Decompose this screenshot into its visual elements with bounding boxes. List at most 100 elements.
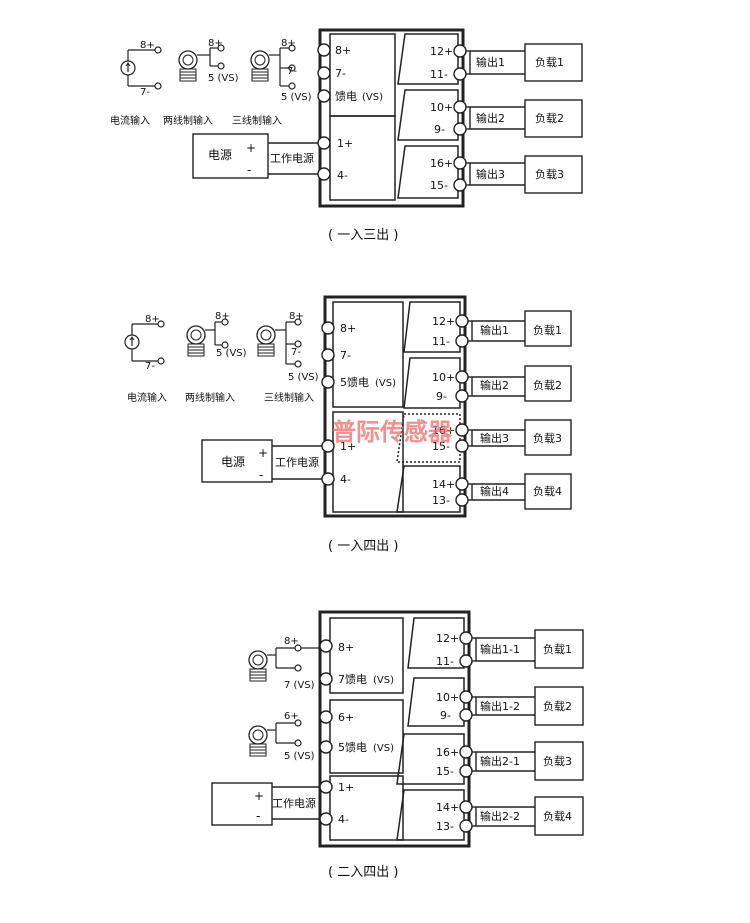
d2-sensor-a-top: 8+ [145, 314, 160, 325]
out2-minus: 9- [434, 123, 445, 136]
d2-out4-plus: 14+ [432, 478, 455, 491]
d3-sensor-a-top: 8+ [284, 636, 299, 647]
module-3-outline [318, 610, 471, 848]
out3-plus: 16+ [430, 157, 453, 170]
terminal-1-icon [317, 136, 331, 150]
d2-out4-label: 输出4 [480, 484, 509, 498]
d2-power-plus: + [258, 446, 268, 460]
terminal-feed-icon [317, 89, 331, 103]
d2-term-7: 7- [340, 349, 351, 362]
d3-load2-label: 负载2 [543, 699, 572, 713]
diagram-3-text: 8+ 7 (VS) 6+ 5 (VS) 8+ 7馈电 (VS) 6+ 5馈电 (… [254, 632, 572, 880]
d3-out2-label: 输出1-2 [480, 699, 520, 713]
caption-1: ( 一入三出 ) [328, 228, 398, 243]
d2-load1-label: 负载1 [533, 323, 562, 337]
sensor-c-mid: 7- [287, 66, 297, 77]
d3-term-8: 8+ [338, 641, 354, 654]
d3-term-feed2-vs: (VS) [373, 743, 394, 754]
d3-term-4: 4- [338, 813, 349, 826]
d2-load4-label: 负载4 [533, 484, 562, 498]
diagram-2-text: 8+ 7- 8+ 5 (VS) 8+ 7- 5 (VS) 电流输入 两线制输入 … [127, 311, 562, 554]
d2-out3-label: 输出3 [480, 431, 509, 445]
work-power-label: 工作电源 [270, 151, 314, 165]
d3-term-feed1: 7馈电 [338, 673, 367, 686]
sensor-a-bot: 7- [140, 87, 150, 98]
d3-load1-label: 负载1 [543, 642, 572, 656]
out2-plus: 10+ [430, 101, 453, 114]
input-three-wire-label: 三线制输入 [232, 114, 282, 127]
d2-load3-label: 负载3 [533, 431, 562, 445]
sensor-c-top: 8+ [281, 38, 296, 49]
d3-out3-plus: 16+ [436, 746, 459, 759]
two-wire-sensor-icon [178, 50, 198, 82]
module-1-outline [318, 28, 465, 208]
out1-plus: 12+ [430, 45, 453, 58]
d3-out4-minus: 13- [436, 820, 454, 833]
out3-label: 输出3 [476, 167, 505, 181]
load2-label: 负载2 [535, 111, 564, 125]
d3-work-power: 工作电源 [272, 796, 316, 810]
d2-out2-minus: 9- [436, 390, 447, 403]
d3-out3-label: 输出2-1 [480, 754, 520, 768]
watermark-text: 普际传感器 [332, 418, 453, 446]
term-1-label: 1+ [337, 137, 353, 150]
d2-out3-minus: 15- [432, 440, 450, 453]
d3-out3-minus: 15- [436, 765, 454, 778]
terminal-7-icon [317, 66, 331, 80]
three-wire-sensor-icon [250, 50, 270, 82]
d3-out1-label: 输出1-1 [480, 642, 520, 656]
term-4-label: 4- [337, 169, 348, 182]
d3-out4-plus: 14+ [436, 801, 459, 814]
diagram-3 [211, 610, 584, 848]
d2-sensor-c-top: 8+ [289, 311, 304, 322]
d3-load3-label: 负载3 [543, 754, 572, 768]
caption-3: ( 二入四出 ) [328, 865, 398, 880]
d2-out1-plus: 12+ [432, 315, 455, 328]
d2-input-two-wire: 两线制输入 [185, 391, 235, 404]
d2-work-power: 工作电源 [275, 455, 319, 469]
sensor-c-bot: 5 (VS) [281, 92, 312, 103]
d2-sensor-b-bot: 5 (VS) [216, 348, 247, 359]
d2-sensor-c-bot: 5 (VS) [288, 372, 319, 383]
diagram-2 [124, 295, 572, 518]
d2-out2-label: 输出2 [480, 378, 509, 392]
power-plus: + [246, 141, 256, 155]
d3-load4-label: 负载4 [543, 809, 572, 823]
power-box-1 [192, 133, 269, 179]
term-8-label: 8+ [335, 44, 351, 57]
d3-term-6: 6+ [338, 711, 354, 724]
d3-out4-label: 输出2-2 [480, 809, 520, 823]
d3-power-minus: - [256, 809, 260, 823]
power-minus: - [247, 163, 251, 177]
d2-sensor-b-top: 8+ [215, 311, 230, 322]
current-source-icon [120, 60, 136, 76]
d2-term-1: 1+ [340, 440, 356, 453]
input-two-wire-label: 两线制输入 [163, 114, 213, 127]
d2-out2-plus: 10+ [432, 371, 455, 384]
terminal-8-icon [317, 43, 331, 57]
out3-minus: 15- [430, 179, 448, 192]
d2-input-three-wire: 三线制输入 [264, 391, 314, 404]
load1-label: 负载1 [535, 55, 564, 69]
term-feed-vs: (VS) [362, 92, 383, 103]
sensor-b-bot: 5 (VS) [208, 73, 239, 84]
d2-load2-label: 负载2 [533, 378, 562, 392]
d2-term-4: 4- [340, 473, 351, 486]
input-current-label: 电流输入 [110, 114, 150, 127]
d2-power-minus: - [259, 468, 263, 482]
diagram-1-text: 8+ 7- 8+ 5 (VS) 8+ 7- 5 (VS) 电流输入 两线制输入 … [110, 38, 564, 243]
d2-out1-label: 输出1 [480, 323, 509, 337]
d2-out3-plus: 16+ [432, 424, 455, 437]
term-feed-label: 馈电 [335, 90, 357, 103]
d3-term-feed1-vs: (VS) [373, 675, 394, 686]
d3-out2-plus: 10+ [436, 691, 459, 704]
terminal-4-icon [317, 167, 331, 181]
d2-out1-minus: 11- [432, 335, 450, 348]
out1-label: 输出1 [476, 55, 505, 69]
caption-2: ( 一入四出 ) [328, 539, 398, 554]
d2-term-feed-vs: (VS) [375, 378, 396, 389]
d3-sensor-b-top: 6+ [284, 711, 299, 722]
term-7-label: 7- [335, 67, 346, 80]
sensor-b-top: 8+ [208, 38, 223, 49]
